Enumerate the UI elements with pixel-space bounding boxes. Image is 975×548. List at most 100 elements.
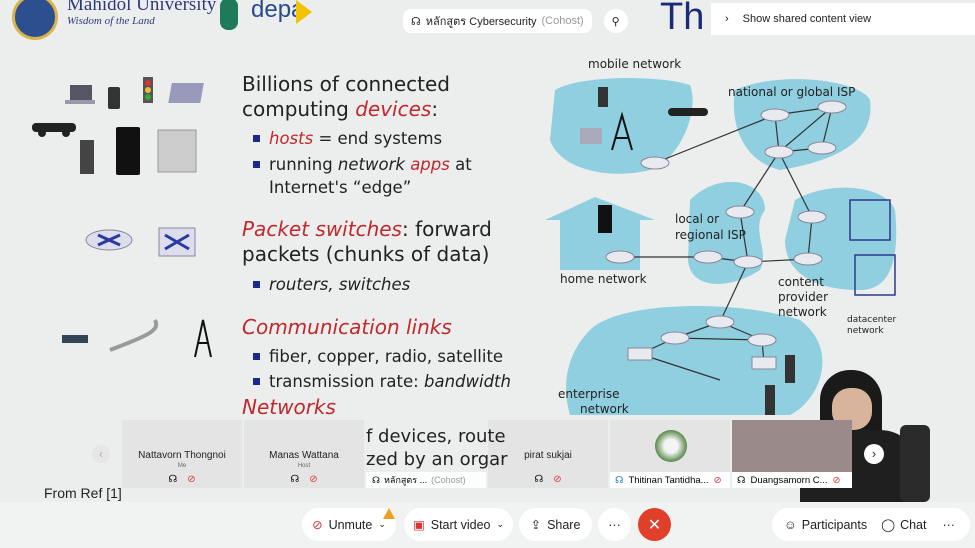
right-controls: ☺ Participants ◯Chat ···: [772, 508, 970, 541]
car-icon: [32, 123, 76, 137]
tower-icon: [194, 319, 212, 358]
fridge-icon: [598, 205, 612, 233]
participants-button[interactable]: ☺ Participants: [784, 518, 867, 532]
university-motto: Wisdom of the Land: [67, 15, 155, 27]
fridge-icon: [116, 127, 140, 175]
leave-meeting-button[interactable]: ✕: [638, 508, 671, 541]
datacenter-icon: [849, 199, 891, 241]
headset-icon: ☊: [534, 474, 544, 485]
label-home-network: home network: [560, 272, 647, 286]
networks-text-line1: f devices, route: [366, 426, 506, 447]
more-options-button[interactable]: ···: [942, 517, 955, 532]
phone-icon: [598, 87, 608, 107]
close-icon: ✕: [647, 516, 662, 534]
headset-icon: ☊: [615, 474, 624, 486]
warning-icon: [383, 508, 395, 519]
switch-icon: [158, 227, 196, 257]
unmute-button[interactable]: ⊘ Unmute ⌄: [302, 508, 396, 541]
participant-role: Host: [297, 463, 311, 469]
laptop-icon: [168, 83, 204, 103]
participant-role: Me: [177, 463, 187, 469]
participant-name: Manas Wattana: [269, 450, 339, 461]
muted-mic-icon: ⊘: [312, 518, 323, 532]
muted-mic-icon: ⊘: [713, 474, 722, 486]
share-label: Share: [547, 517, 581, 532]
slide-title-fragment: Th: [660, 0, 705, 38]
muted-mic-icon: ⊘: [309, 474, 318, 485]
mobile-network-cloud: [550, 78, 693, 174]
internet-diagram: mobile network national or global ISP lo…: [545, 57, 897, 416]
participant-tile[interactable]: pirat sukjai ☊⊘: [488, 420, 608, 488]
headset-icon: ☊: [411, 15, 421, 28]
participant-tile[interactable]: ☊ Thitinan Tantidha... ⊘: [610, 420, 730, 488]
networks-text-line2: zed by an orgar: [366, 449, 508, 470]
more-icon: ···: [608, 517, 621, 532]
participant-tile[interactable]: Manas Wattana Host ☊ ⊘: [244, 420, 364, 488]
enterprise-cloud: [566, 306, 823, 415]
participant-name: Thitinan Tantidha...: [628, 474, 709, 486]
unmute-label: Unmute: [328, 517, 373, 532]
chevron-down-icon[interactable]: ⌄: [378, 519, 386, 529]
laptop-icon: [65, 85, 95, 104]
participants-label: Participants: [801, 517, 868, 532]
footer-ref: From Ref [1]: [44, 485, 122, 501]
label-local-isp-2: regional ISP: [675, 228, 746, 242]
laptop-icon: [580, 128, 602, 144]
prev-page-button[interactable]: ‹: [92, 445, 110, 463]
presenter-role: (Cohost): [541, 15, 584, 27]
chat-button[interactable]: ◯Chat: [881, 517, 926, 533]
label-local-isp-1: local or: [675, 212, 719, 226]
bullet-hosts: hosts = end systems: [242, 127, 442, 150]
label-national-isp: national or global ISP: [728, 85, 855, 99]
participant-tile[interactable]: Nattavorn Thongnoi Me ☊⊘: [122, 420, 242, 488]
wifi-router-icon: [62, 335, 88, 343]
bullet-routers: routers, switches: [242, 273, 410, 296]
cell-tower-icon: [611, 111, 633, 151]
label-content-3: network: [778, 305, 827, 319]
participant-tile-presenter[interactable]: ☊ หลักสูตร ...(Cohost): [366, 472, 486, 488]
phone-icon: [108, 87, 120, 109]
bullet-bandwidth: transmission rate: bandwidth: [242, 370, 511, 393]
label-datacenter-1: datacenter: [847, 315, 897, 325]
muted-mic-icon: ⊘: [553, 474, 562, 485]
more-options-button[interactable]: ···: [598, 508, 631, 541]
next-page-button[interactable]: ›: [864, 444, 884, 464]
pin-icon: ⚲: [611, 15, 620, 28]
car-icon: [668, 108, 708, 116]
chat-icon: ◯: [881, 518, 896, 532]
chevron-down-icon[interactable]: ⌄: [496, 519, 505, 529]
bullet-media: fiber, copper, radio, satellite: [242, 345, 503, 368]
heading-devices: Billions of connected computing devices:: [242, 72, 450, 121]
depa-logo: depa: [251, 0, 305, 23]
server-icon: [80, 140, 94, 174]
start-video-label: Start video: [430, 517, 491, 532]
participants-icon: ☺: [784, 517, 797, 532]
show-shared-content-view-button[interactable]: › Show shared content view: [711, 3, 975, 35]
avatar: [655, 430, 687, 462]
label-content-2: provider: [778, 290, 828, 304]
shared-content-label: Show shared content view: [742, 13, 872, 25]
router-icon: [85, 229, 133, 251]
start-video-button[interactable]: ▣ Start video ⌄: [404, 508, 513, 541]
server-icon: [765, 385, 775, 415]
heading-networks: Networks: [242, 395, 336, 419]
servers-icon: [157, 129, 197, 173]
participant-tile[interactable]: ☊Duangsamorn C...⊘: [732, 420, 852, 488]
heading-links: Communication links: [242, 315, 452, 339]
participant-role: (Cohost): [431, 475, 466, 485]
university-name: Mahidol University: [67, 0, 217, 15]
video-off-icon: ▣: [412, 518, 425, 532]
pin-button[interactable]: ⚲: [603, 9, 628, 33]
mahidol-logo-icon: [12, 0, 58, 40]
headset-icon: ☊: [372, 474, 380, 485]
participant-name: Nattavorn Thongnoi: [138, 450, 226, 461]
ct-logo-icon: [220, 0, 238, 30]
share-button[interactable]: ⇪Share: [519, 508, 592, 541]
participant-name: Duangsamorn C...: [750, 474, 828, 486]
headset-icon: ☊: [737, 474, 746, 486]
participant-name: หลักสูตร ...: [384, 475, 428, 485]
headset-icon: ☊: [290, 474, 300, 485]
headset-icon: ☊: [168, 474, 178, 485]
